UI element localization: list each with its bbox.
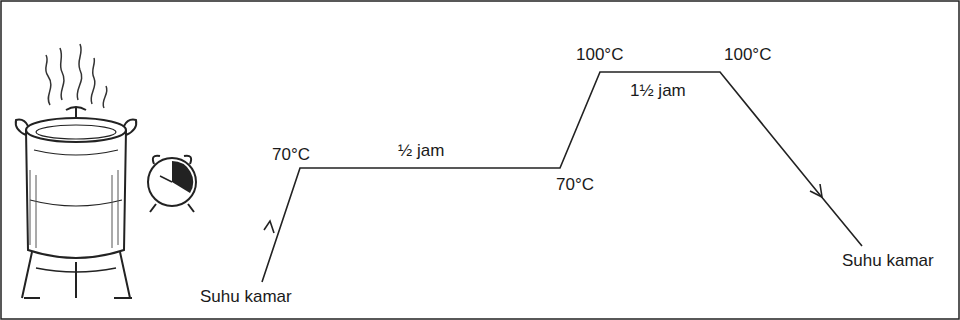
axis-label: Suhu kamar	[842, 252, 934, 271]
temperature-label: 70°C	[556, 176, 594, 195]
cooking-pot	[16, 107, 137, 298]
duration-label: 1½ jam	[630, 82, 686, 101]
axis-label: Suhu kamar	[200, 288, 292, 307]
temperature-label: 100°C	[724, 46, 771, 65]
temperature-label: 70°C	[272, 146, 310, 165]
alarm-clock	[148, 156, 196, 212]
duration-label: ½ jam	[398, 142, 444, 161]
temperature-graph	[262, 72, 862, 282]
temperature-label: 100°C	[576, 46, 623, 65]
steam	[46, 44, 107, 108]
